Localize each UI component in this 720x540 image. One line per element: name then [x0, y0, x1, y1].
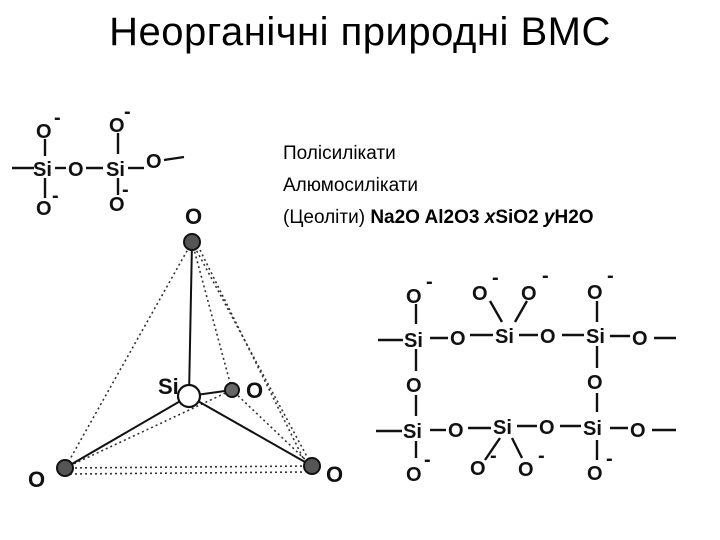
atom-oxygen: O	[521, 283, 537, 305]
oxygen-atom-back	[224, 382, 240, 398]
charge-sign: -	[542, 265, 549, 287]
slide-title: Неорганічні природні ВМС	[109, 10, 611, 54]
atom-oxygen: O	[472, 283, 488, 305]
atom-oxygen: O	[632, 328, 648, 350]
charge-sign: -	[426, 271, 433, 293]
oxygen-atom-top	[183, 233, 201, 251]
sio4-tetrahedron: O Si O O O	[28, 204, 343, 492]
formula-part3: H2O	[554, 207, 594, 228]
atom-oxygen: O	[587, 282, 603, 304]
formula-part2: SiO2	[495, 207, 544, 228]
atom-oxygen: O	[587, 372, 603, 394]
atom-oxygen: O	[109, 194, 125, 216]
atom-oxygen: O	[36, 198, 52, 220]
text-line-aluminosilicates: Алюмосилікати	[283, 175, 419, 196]
atom-oxygen: O	[326, 462, 343, 487]
atom-oxygen: O	[518, 459, 534, 481]
atom-oxygen: O	[587, 463, 603, 485]
formula-part1: Na2O Al2O3	[370, 207, 485, 228]
zeolite-label: (Цеоліти)	[283, 207, 371, 228]
atom-oxygen: O	[185, 204, 202, 229]
atom-oxygen: O	[630, 420, 646, 442]
charge-sign: -	[124, 101, 131, 123]
atom-oxygen: O	[406, 464, 422, 486]
atom-silicon: Si	[495, 326, 514, 348]
charge-sign: -	[606, 448, 613, 470]
atom-oxygen: O	[68, 159, 84, 181]
atom-silicon: Si	[158, 374, 179, 399]
atom-oxygen: O	[246, 378, 263, 403]
text-line-polysilicates: Полісилікати	[283, 143, 396, 164]
charge-sign: -	[538, 445, 545, 467]
formula-y: y	[543, 207, 555, 228]
oxygen-atom-left	[56, 459, 74, 477]
oxygen-atom-right	[303, 457, 321, 475]
atom-oxygen: O	[406, 375, 422, 397]
charge-sign: -	[424, 449, 431, 471]
text-block: Полісилікати Алюмосилікати (Цеоліти) Na2…	[283, 138, 594, 234]
silicon-atom-center	[176, 383, 202, 409]
formula-x: x	[484, 207, 496, 228]
charge-sign: -	[122, 179, 129, 201]
charge-sign: -	[52, 185, 59, 207]
disilicate-diagram: O - Si O O - O - Si O O -	[12, 101, 185, 220]
text-line-zeolites: (Цеоліти) Na2O Al2O3 xSiO2 yH2O	[283, 202, 594, 234]
atom-silicon: Si	[404, 330, 423, 352]
charge-sign: -	[54, 107, 61, 129]
charge-sign: -	[492, 267, 499, 289]
atom-oxygen: O	[28, 467, 45, 492]
atom-oxygen: O	[540, 326, 556, 348]
charge-sign: -	[607, 265, 614, 287]
double-chain-silicate: O - O - O - O - Si O Si O Si O O O Si O …	[376, 265, 676, 486]
atom-oxygen: O	[146, 151, 162, 173]
atom-silicon: Si	[583, 418, 602, 440]
atom-oxygen: O	[448, 420, 464, 442]
atom-silicon: Si	[106, 159, 125, 181]
atom-oxygen: O	[406, 286, 422, 308]
atom-silicon: Si	[33, 159, 52, 181]
atom-oxygen: O	[36, 121, 52, 143]
atom-silicon: Si	[403, 421, 422, 443]
atom-oxygen: O	[539, 417, 555, 439]
charge-sign: -	[490, 445, 497, 467]
atom-oxygen: O	[109, 115, 125, 137]
atom-silicon: Si	[493, 417, 512, 439]
atom-silicon: Si	[586, 326, 605, 348]
atom-oxygen: O	[450, 328, 466, 350]
atom-oxygen: O	[470, 458, 486, 480]
